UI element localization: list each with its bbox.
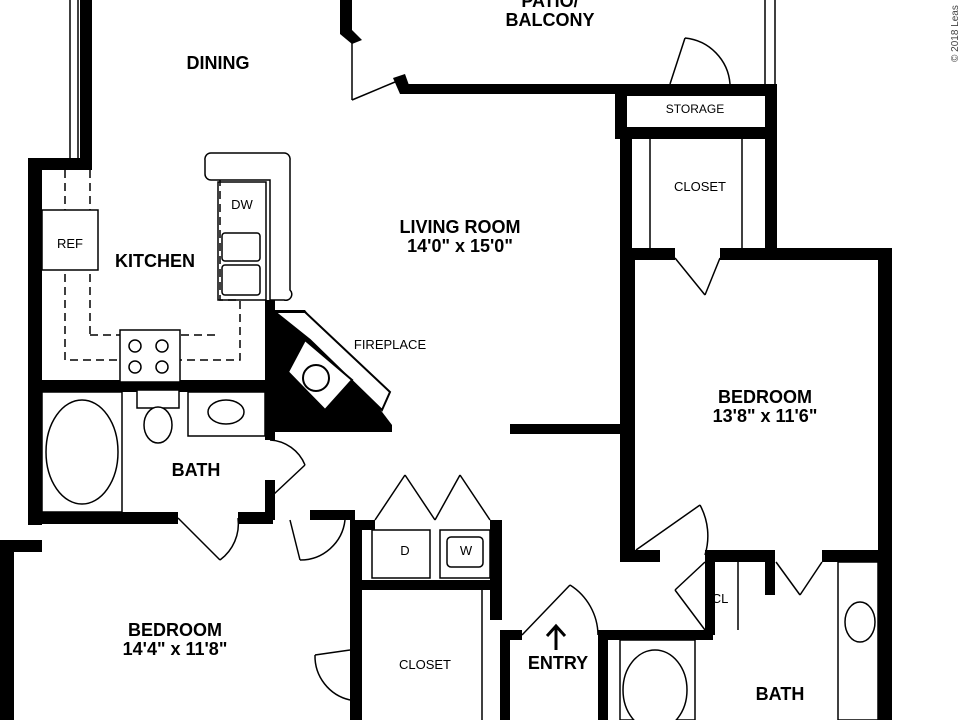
ref-label: REF [57, 236, 83, 251]
cl-label: CL [711, 591, 729, 606]
dryer-label: D [400, 543, 410, 558]
fireplace-label: FIREPLACE [353, 337, 427, 352]
bath-left-fixtures [41, 389, 266, 513]
bedroom-right-size: 13'8" x 11'6" [712, 405, 818, 426]
bedroom-left-name: BEDROOM [128, 620, 222, 640]
dw-label: DW [231, 197, 253, 212]
walls [0, 0, 892, 720]
doors [177, 37, 823, 701]
windows [29, 0, 776, 512]
washer-label: W [459, 543, 473, 558]
storage-label: STORAGE [665, 102, 725, 116]
laundry-fixtures [371, 529, 491, 579]
copyright-text: © 2018 Leas [950, 5, 960, 62]
bedroom-left-label: BEDROOM 14'4" x 11'8" [90, 621, 260, 659]
patio-label: PATIO/ BALCONY [490, 0, 610, 30]
bath-right-fixtures [619, 561, 879, 720]
kitchen-fixtures [41, 152, 293, 383]
patio-label-line2: BALCONY [505, 9, 595, 30]
patio-outline [351, 40, 396, 101]
closet-bottom-label: CLOSET [398, 657, 451, 672]
fireplace-unit [270, 310, 392, 432]
closet-shelves [481, 139, 743, 720]
closet-top-label: CLOSET [673, 179, 726, 194]
kitchen-label: KITCHEN [115, 251, 195, 271]
living-room-size: 14'0" x 15'0" [407, 235, 513, 256]
bedroom-left-size: 14'4" x 11'8" [122, 638, 228, 659]
entry-label: ENTRY [527, 653, 589, 673]
copyright-notice: © 2018 Leas [950, 0, 960, 70]
entry-arrow-icon [545, 623, 567, 650]
bath-right-label: BATH [755, 684, 805, 704]
living-room-label: LIVING ROOM 14'0" x 15'0" [380, 218, 540, 256]
patio-label-line1: PATIO/ [521, 0, 579, 11]
dining-label: DINING [186, 53, 250, 73]
living-room-name: LIVING ROOM [399, 217, 521, 237]
bedroom-right-label: BEDROOM 13'8" x 11'6" [680, 388, 850, 426]
bath-left-label: BATH [171, 460, 221, 480]
bedroom-right-name: BEDROOM [718, 387, 812, 407]
